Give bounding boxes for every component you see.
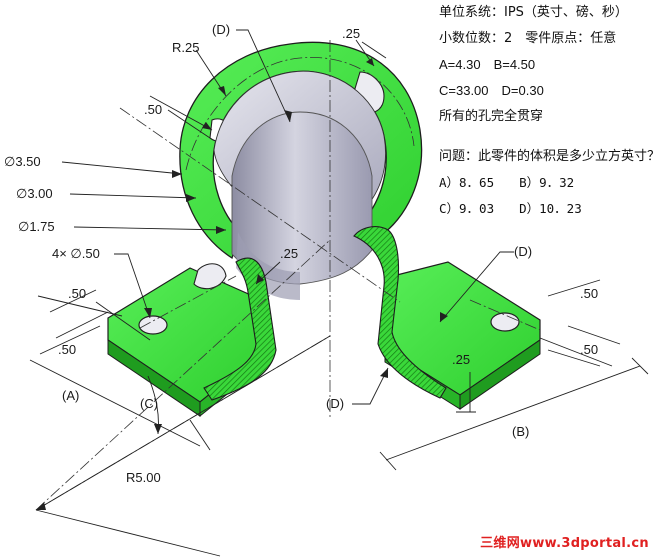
label-50-right-2: .50 [580,342,598,357]
label-holes: 4× ∅.50 [52,246,100,261]
label-50-left-top: .50 [144,102,162,117]
section-left [203,257,277,401]
holes-line: 所有的孔完全贯穿 [439,109,544,124]
section-right [353,226,447,399]
base-plate-right [384,261,541,410]
label-r25: R.25 [172,40,199,55]
label-r500: R5.00 [126,470,161,485]
label-25-right: .25 [452,352,470,367]
base-plate-left [107,267,263,418]
label-d-top: (D) [212,22,230,37]
watermark: 三维网www.3dportal.cn [480,536,649,551]
dimension-labels: (D) R.25 .25 .50 ∅3.50 ∅3.00 ∅1.75 4× ∅.… [4,22,598,485]
problem-text: 单位系统：IPS（英寸、磅、秒） 小数位数：2 零件原点：任意 A=4.30 B… [439,0,659,240]
hole-left-base [138,315,168,335]
label-d-right: (D) [514,244,532,259]
arrowheads [36,58,448,510]
unit-system-line: 单位系统：IPS（英寸、磅、秒） [439,5,628,20]
label-25-mid: .25 [280,246,298,261]
options-cd-line: C）9．03 D）10．23 [439,201,582,216]
label-c: (C) [140,396,158,411]
label-d-bottom: (D) [326,396,344,411]
label-50-left-2: .50 [58,342,76,357]
label-a: (A) [62,388,79,403]
question-line: 问题：此零件的体积是多少立方英寸？ [439,149,659,164]
label-b: (B) [512,424,529,439]
label-dia-175: ∅1.75 [18,219,55,234]
label-50-left-1: .50 [68,286,86,301]
params-ab-line: A=4.30 B=4.50 [439,57,536,72]
label-dia-350: ∅3.50 [4,154,41,169]
label-50-right-1: .50 [580,286,598,301]
params-cd-line: C=33.00 D=0.30 [439,83,544,98]
label-25-top: .25 [342,26,360,41]
hole-right-base [490,312,520,332]
decimals-line: 小数位数：2 零件原点：任意 [439,31,617,46]
dimension-lines [29,29,649,557]
options-ab-line: A）8．65 B）9．32 [439,175,575,190]
label-dia-300: ∅3.00 [16,186,53,201]
